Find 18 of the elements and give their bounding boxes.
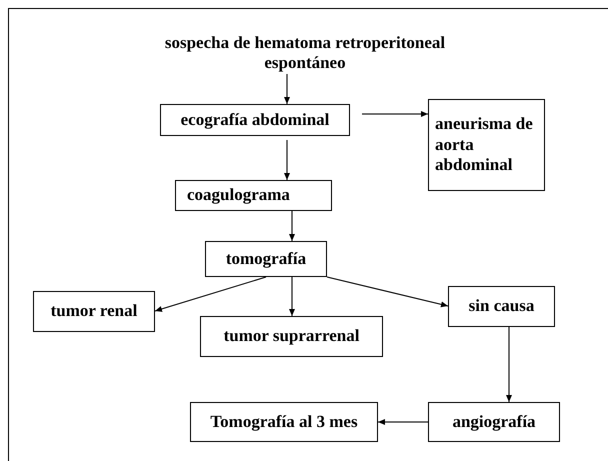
process-box: aneurisma de aorta abdominal xyxy=(428,99,545,191)
arrow xyxy=(289,210,295,242)
arrow xyxy=(378,419,428,425)
arrow xyxy=(154,276,266,312)
process-box: tomografía xyxy=(205,241,327,277)
arrow xyxy=(326,276,448,308)
arrow xyxy=(506,326,512,402)
process-box: sin causa xyxy=(448,286,555,327)
arrow xyxy=(362,111,428,117)
arrow xyxy=(289,276,295,316)
process-box: Tomografía al 3 mes xyxy=(190,402,378,442)
process-box: tumor renal xyxy=(33,291,155,332)
process-box: tumor suprarrenal xyxy=(200,316,383,357)
process-box: ecografía abdominal xyxy=(160,104,350,136)
process-box: angiografía xyxy=(428,402,560,442)
arrow xyxy=(284,74,290,104)
process-box: coagulograma xyxy=(175,180,332,211)
arrow xyxy=(284,140,290,180)
